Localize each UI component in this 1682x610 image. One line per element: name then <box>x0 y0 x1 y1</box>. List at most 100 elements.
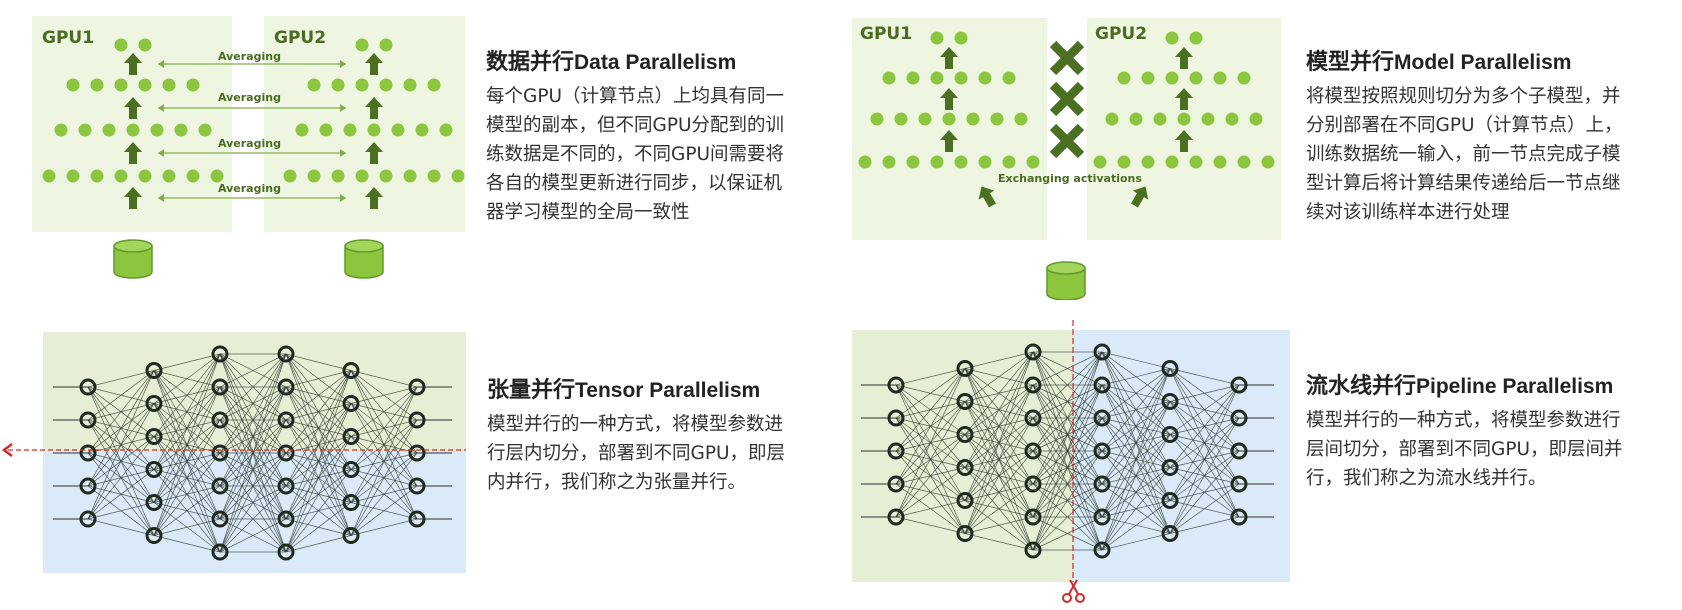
neuron-dot <box>210 169 224 183</box>
model-parallel-title: 模型并行Model Parallelism <box>1306 44 1623 76</box>
connection <box>1169 384 1240 468</box>
neuron-node <box>342 527 360 544</box>
neuron-node <box>1093 343 1111 361</box>
connection <box>964 483 1034 534</box>
neuron-node <box>1161 492 1179 509</box>
neuron-node <box>956 360 974 377</box>
connection <box>350 386 418 536</box>
connection <box>964 384 1034 534</box>
neuron-node <box>1093 442 1111 460</box>
connection <box>1169 384 1240 435</box>
neuron-node <box>1161 459 1179 476</box>
neuron-dot <box>930 155 944 169</box>
connection <box>219 353 287 454</box>
averaging-label: Averaging <box>218 91 281 104</box>
neuron-dot <box>882 155 896 169</box>
neuron-dot <box>1117 155 1131 169</box>
neuron-dot <box>66 169 80 183</box>
neuron-dot <box>427 169 441 183</box>
exchanging-activations-label: Exchanging activations <box>998 172 1142 185</box>
neuron-node <box>887 409 905 427</box>
neuron-dot <box>1225 112 1239 126</box>
pipeline-parallel-text: 流水线并行Pipeline Parallelism 模型并行的一种方式，将模型参… <box>1306 368 1623 493</box>
up-arrow-icon <box>124 97 142 119</box>
gpu2-label: GPU2 <box>274 28 327 48</box>
neuron-dot <box>1261 155 1275 169</box>
connection <box>285 370 352 553</box>
averaging-label: Averaging <box>218 50 281 63</box>
neuron-dot <box>331 78 345 92</box>
connection <box>285 403 352 553</box>
neuron-dot <box>990 112 1004 126</box>
up-arrow-icon <box>1131 186 1149 208</box>
neuron-node <box>956 492 974 509</box>
title-cn: 数据并行 <box>486 50 575 75</box>
connection <box>895 516 966 534</box>
connection <box>87 370 155 520</box>
connection <box>350 386 418 437</box>
neuron-dot <box>379 169 393 183</box>
connection <box>87 403 155 520</box>
up-arrow-icon <box>978 186 996 208</box>
connection <box>153 535 221 553</box>
neuron-dot <box>283 169 297 183</box>
neuron-node <box>887 442 905 460</box>
neuron-dot <box>355 78 369 92</box>
neuron-dot <box>150 123 164 137</box>
neuron-node <box>1230 409 1248 427</box>
connection <box>1032 483 1103 551</box>
neuron-dot <box>403 169 417 183</box>
up-arrow-icon <box>365 97 383 119</box>
connection <box>1101 368 1171 452</box>
desc-line: 行，我们称之为流水线并行。 <box>1306 468 1547 489</box>
neuron-dot <box>1141 71 1155 85</box>
connection <box>285 370 352 421</box>
connection <box>219 353 287 388</box>
neuron-dot <box>1201 112 1215 126</box>
connection <box>153 353 221 503</box>
desc-line: 内并行，我们称之为张量并行。 <box>487 472 747 493</box>
connection <box>1032 351 1103 485</box>
database-icon <box>1046 267 1086 300</box>
connection <box>1032 351 1103 386</box>
neuron-dot <box>1002 71 1016 85</box>
title-cn: 模型并行 <box>1306 50 1395 75</box>
up-arrow-icon <box>365 53 383 75</box>
neuron-dot <box>1105 112 1119 126</box>
connection <box>895 368 966 386</box>
connection <box>1101 368 1171 518</box>
connection <box>895 368 966 419</box>
connection <box>350 518 418 536</box>
neuron-dot <box>906 155 920 169</box>
connection <box>1101 500 1171 551</box>
neuron-dot <box>391 123 405 137</box>
neuron-node <box>1024 508 1042 526</box>
connection <box>350 386 418 503</box>
connection <box>964 516 1034 534</box>
data-parallel-figure <box>32 16 465 279</box>
connection <box>219 353 287 421</box>
neuron-dot <box>918 112 932 126</box>
connection <box>219 353 287 553</box>
neuron-dot <box>319 123 333 137</box>
neuron-node <box>1161 393 1179 410</box>
gpu1-label: GPU1 <box>860 24 913 44</box>
connection <box>1032 417 1103 551</box>
neuron-dot <box>1237 155 1251 169</box>
connection <box>285 502 352 553</box>
neuron-node <box>342 395 360 412</box>
neuron-dot <box>138 169 152 183</box>
connection <box>350 485 418 536</box>
neuron-dot <box>42 169 56 183</box>
neuron-dot <box>114 38 128 52</box>
data-parallel-text: 数据并行Data Parallelism 每个GPU（计算节点）上均具有同一 模… <box>486 44 784 227</box>
desc-line: 训练数据统一输入，前一节点完成子模 <box>1306 144 1621 165</box>
neuron-dot <box>1165 155 1179 169</box>
connection <box>895 368 966 452</box>
up-arrow-icon <box>940 47 958 69</box>
up-arrow-icon <box>940 130 958 152</box>
neuron-dot <box>138 38 152 52</box>
neuron-dot <box>451 169 465 183</box>
title-en: Data Parallelism <box>574 51 737 74</box>
neuron-node <box>211 345 229 363</box>
